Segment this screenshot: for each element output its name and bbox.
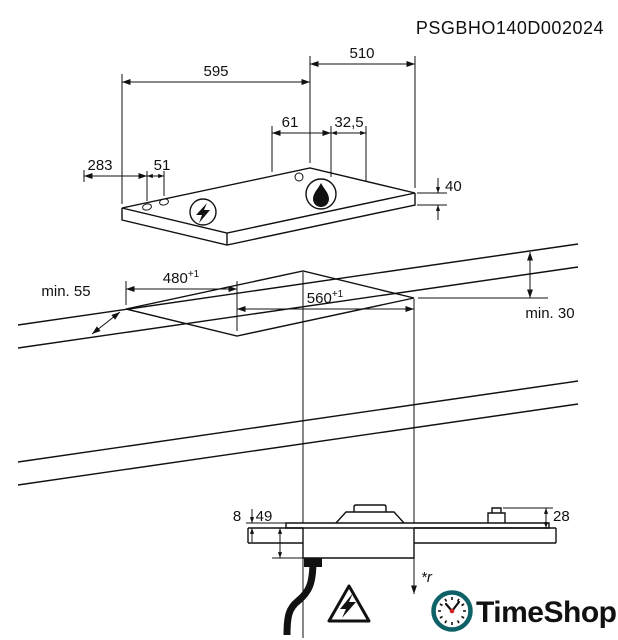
- countertop-edge-line: [17, 403, 579, 486]
- dim-label-8: 8: [233, 508, 241, 525]
- ignition-burner-ring: [189, 198, 217, 226]
- warning-sign: [327, 584, 371, 623]
- burner-cap: [353, 504, 387, 512]
- dim-left-offsets: 283 51: [83, 157, 171, 201]
- dim-label-40: 40: [445, 178, 462, 195]
- dim-bend-radius: *r: [411, 558, 433, 595]
- dim-label-560: 560+1: [307, 289, 344, 307]
- hob-thickness-edge: [121, 193, 416, 246]
- dim-label-min-30: min. 30: [525, 305, 574, 322]
- projection-lines: [302, 272, 415, 523]
- section-view: 8 49 28 *r: [233, 504, 570, 638]
- dim-label-510: 510: [349, 45, 374, 62]
- clock-icon: [431, 590, 473, 632]
- dim-label-r: *r: [421, 569, 433, 586]
- burner-mark: [142, 203, 152, 211]
- logo-text: TimeShop: [476, 596, 617, 629]
- dim-min-right: min. 30: [418, 251, 575, 322]
- countertop-edge-line: [17, 380, 579, 463]
- dim-glass-8: 8: [233, 508, 286, 542]
- gas-burner: [305, 178, 337, 210]
- timeshop-logo: TimeShop: [431, 590, 617, 632]
- dim-label-283: 283: [87, 157, 112, 174]
- burner-profile: [335, 511, 405, 524]
- extension-lines: [83, 170, 165, 201]
- worktop-profile: [247, 527, 557, 544]
- lightning-icon: [196, 203, 210, 223]
- clock-center: [449, 608, 455, 614]
- dim-cutout-480: 480+1: [125, 269, 238, 331]
- dim-depth-49: 49: [256, 508, 303, 559]
- dim-burner-offsets: 61 32,5: [271, 114, 367, 181]
- dim-width-595: 595: [121, 56, 311, 204]
- countertop-edge-line: [17, 266, 579, 349]
- hob-box: [302, 528, 415, 559]
- flame-icon: [313, 183, 329, 207]
- countertop-edge-line: [17, 243, 579, 326]
- hob-top-view: [121, 167, 416, 246]
- extension-lines: [121, 56, 311, 204]
- lightning-icon: [340, 593, 356, 618]
- dim-height-40: 40: [417, 178, 462, 220]
- dim-label-61: 61: [282, 114, 299, 131]
- dim-label-28: 28: [553, 508, 570, 525]
- dim-label-595: 595: [203, 63, 228, 80]
- hob-surface: [121, 167, 416, 234]
- clock-ticks: [438, 597, 466, 625]
- burner-mark: [159, 198, 169, 206]
- dim-depth-510: 510: [309, 45, 416, 188]
- dim-min-left: min. 55: [41, 283, 121, 335]
- dim-cutout-560: 560+1: [236, 289, 415, 312]
- projection-line: [302, 272, 415, 523]
- dim-line: [91, 311, 121, 335]
- cutout-polygon: [125, 270, 415, 337]
- product-code: PSGBHO140D002024: [416, 18, 604, 38]
- cutout-outline: [125, 270, 415, 337]
- burner-mark: [294, 172, 304, 182]
- extension-lines: [417, 192, 447, 206]
- dim-height-28: 28: [503, 507, 570, 528]
- ignition-burner: [189, 198, 217, 226]
- dim-label-51: 51: [154, 157, 171, 174]
- dim-label-32-5: 32,5: [334, 114, 363, 131]
- gas-pipe: [283, 559, 317, 636]
- countertop-edges: [17, 243, 579, 486]
- gas-valve: [487, 507, 506, 523]
- dim-label-min-55: min. 55: [41, 283, 90, 300]
- hob-glass: [285, 522, 550, 529]
- dim-label-480: 480+1: [163, 269, 200, 287]
- gas-burner-ring: [305, 178, 337, 210]
- dim-label-49: 49: [256, 508, 273, 525]
